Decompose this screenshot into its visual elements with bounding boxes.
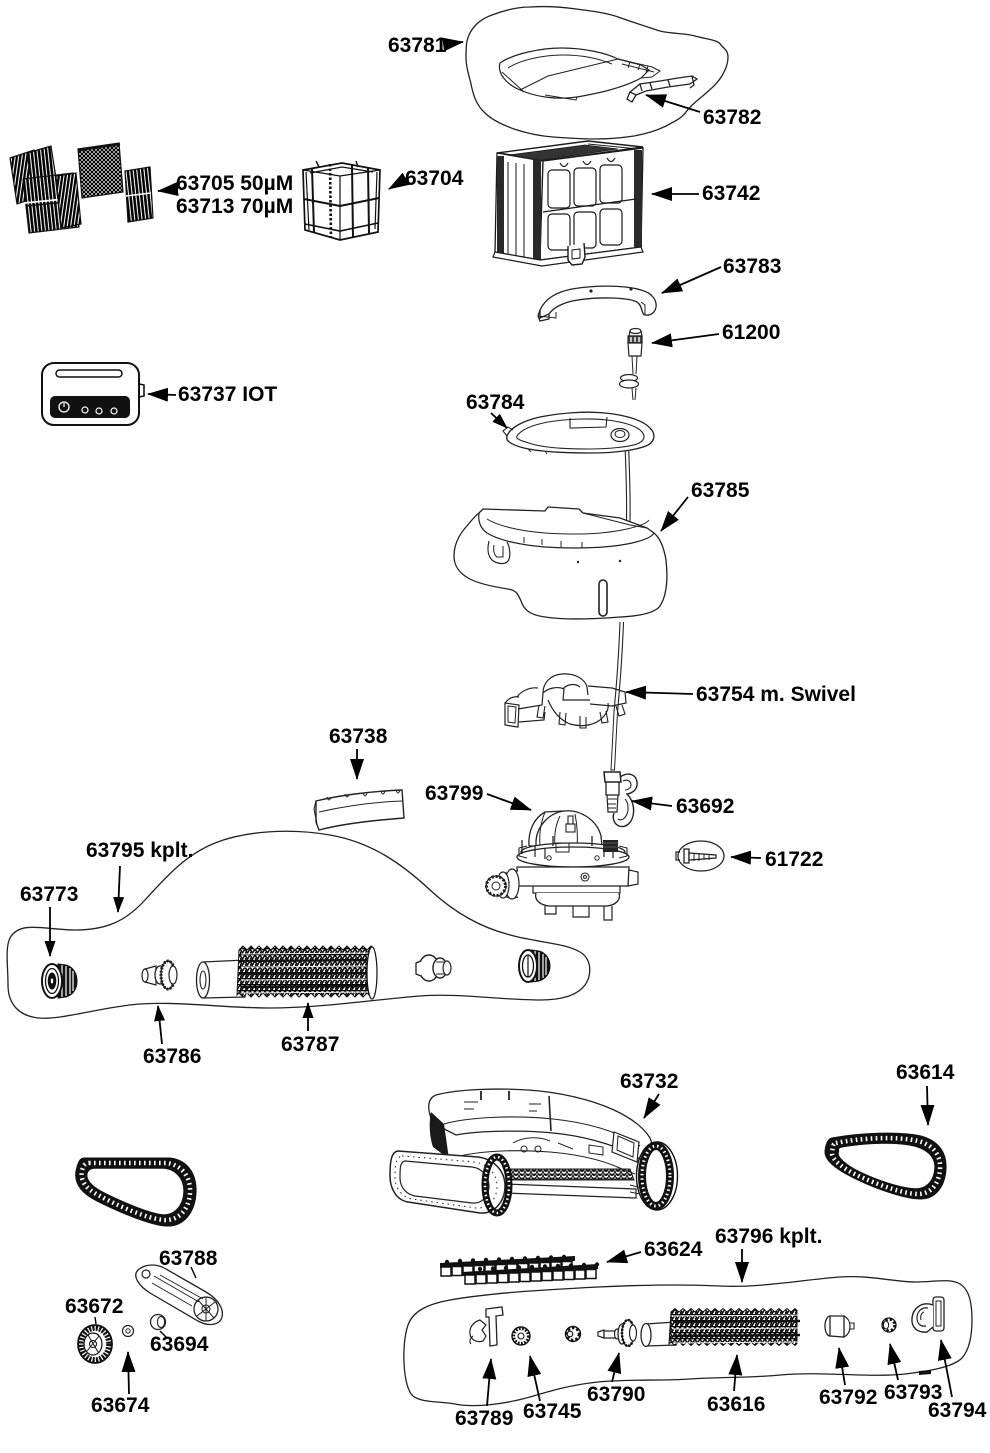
svg-text:63614: 63614 <box>896 1061 955 1084</box>
svg-text:63742: 63742 <box>702 182 760 205</box>
svg-text:63788: 63788 <box>159 1247 218 1270</box>
svg-text:63624: 63624 <box>644 1238 703 1261</box>
svg-text:63784: 63784 <box>466 391 525 414</box>
svg-text:63705 50µM: 63705 50µM <box>176 172 293 195</box>
svg-text:63732: 63732 <box>620 1070 678 1093</box>
svg-text:63672: 63672 <box>65 1295 123 1318</box>
svg-text:63799: 63799 <box>425 782 483 805</box>
svg-text:63745: 63745 <box>523 1400 582 1423</box>
svg-text:63787: 63787 <box>281 1033 339 1056</box>
svg-text:63737 IOT: 63737 IOT <box>178 383 277 406</box>
svg-text:63782: 63782 <box>703 106 761 129</box>
svg-text:63713 70µM: 63713 70µM <box>176 195 293 218</box>
svg-text:63792: 63792 <box>819 1386 877 1409</box>
svg-text:63785: 63785 <box>691 479 750 502</box>
svg-text:63773: 63773 <box>20 883 78 906</box>
svg-text:63793: 63793 <box>884 1381 942 1404</box>
svg-text:63786: 63786 <box>143 1045 201 1068</box>
svg-text:63616: 63616 <box>707 1393 765 1416</box>
svg-text:61200: 61200 <box>722 321 780 344</box>
svg-text:63783: 63783 <box>723 255 781 278</box>
svg-text:63789: 63789 <box>455 1407 513 1430</box>
svg-text:63795 kplt.: 63795 kplt. <box>86 839 193 862</box>
svg-text:63796 kplt.: 63796 kplt. <box>715 1225 822 1248</box>
svg-text:63794: 63794 <box>928 1399 987 1422</box>
svg-text:63790: 63790 <box>587 1383 645 1406</box>
svg-text:63692: 63692 <box>676 795 734 818</box>
svg-text:61722: 61722 <box>765 848 823 871</box>
svg-text:63674: 63674 <box>91 1394 150 1417</box>
svg-text:63738: 63738 <box>329 725 388 748</box>
svg-text:63694: 63694 <box>150 1333 209 1356</box>
svg-text:63704: 63704 <box>405 167 464 190</box>
svg-text:63754 m. Swivel: 63754 m. Swivel <box>696 683 856 706</box>
svg-text:63781: 63781 <box>388 34 447 57</box>
